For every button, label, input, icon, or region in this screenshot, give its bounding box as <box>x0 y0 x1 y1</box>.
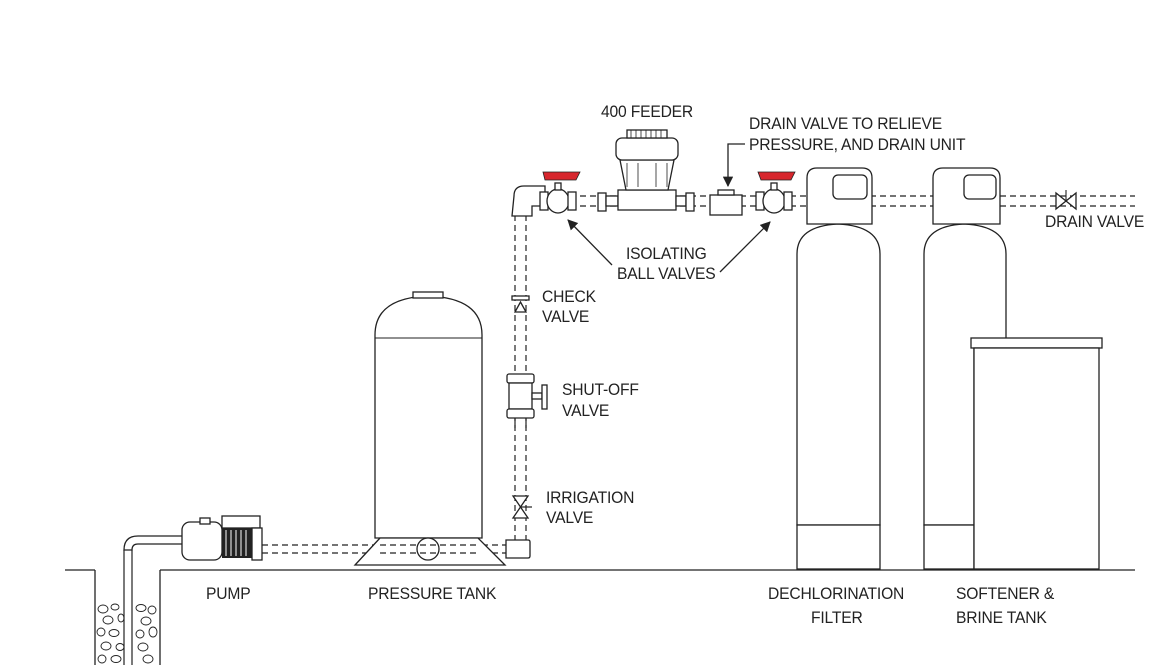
feeder-400 <box>597 129 695 212</box>
shut-off-valve <box>506 373 548 428</box>
drain-valve-end <box>1055 190 1077 211</box>
isolating-ball-valve-left <box>539 171 581 214</box>
dechlorination-filter <box>796 167 881 570</box>
check-valve-label-line1: CHECK <box>542 287 596 306</box>
top-pipe <box>540 195 1135 207</box>
feeder-label: 400 FEEDER <box>601 102 694 121</box>
dechlorination-label-line1: DECHLORINATION <box>768 584 905 603</box>
softener-label-line2: BRINE TANK <box>956 608 1047 627</box>
shutoff-valve-label-line2: VALVE <box>562 401 610 420</box>
pressure-tank <box>353 291 507 566</box>
irrigation-valve-label-line2: VALVE <box>546 508 594 527</box>
riser-pipe <box>505 185 546 559</box>
pressure-tank-label: PRESSURE TANK <box>368 584 497 603</box>
irrigation-valve-label-line1: IRRIGATION <box>546 488 635 507</box>
drain-valve-relieve-label-line2: PRESSURE, AND DRAIN UNIT <box>749 135 966 154</box>
check-valve-label-line2: VALVE <box>542 307 590 326</box>
shutoff-valve-label-line1: SHUT-OFF <box>562 380 639 399</box>
isolating-label-line2: BALL VALVES <box>617 264 716 283</box>
isolating-ball-valve-right <box>755 171 796 214</box>
drain-tee <box>709 189 743 216</box>
well-gravel <box>94 570 161 665</box>
isolating-label-line1: ISOLATING <box>626 244 707 263</box>
pump-label: PUMP <box>206 584 251 603</box>
drain-valve-label: DRAIN VALVE <box>1045 212 1145 231</box>
drain-valve-relieve-label-line1: DRAIN VALVE TO RELIEVE <box>749 114 942 133</box>
brine-tank <box>970 337 1103 570</box>
pump <box>123 515 263 665</box>
leader-lines <box>567 143 771 273</box>
check-valve <box>511 295 530 313</box>
dechlorination-label-line2: FILTER <box>811 608 863 627</box>
softener-label-line1: SOFTENER & <box>956 584 1055 603</box>
softener-tank <box>923 167 1007 570</box>
irrigation-valve <box>511 495 532 519</box>
